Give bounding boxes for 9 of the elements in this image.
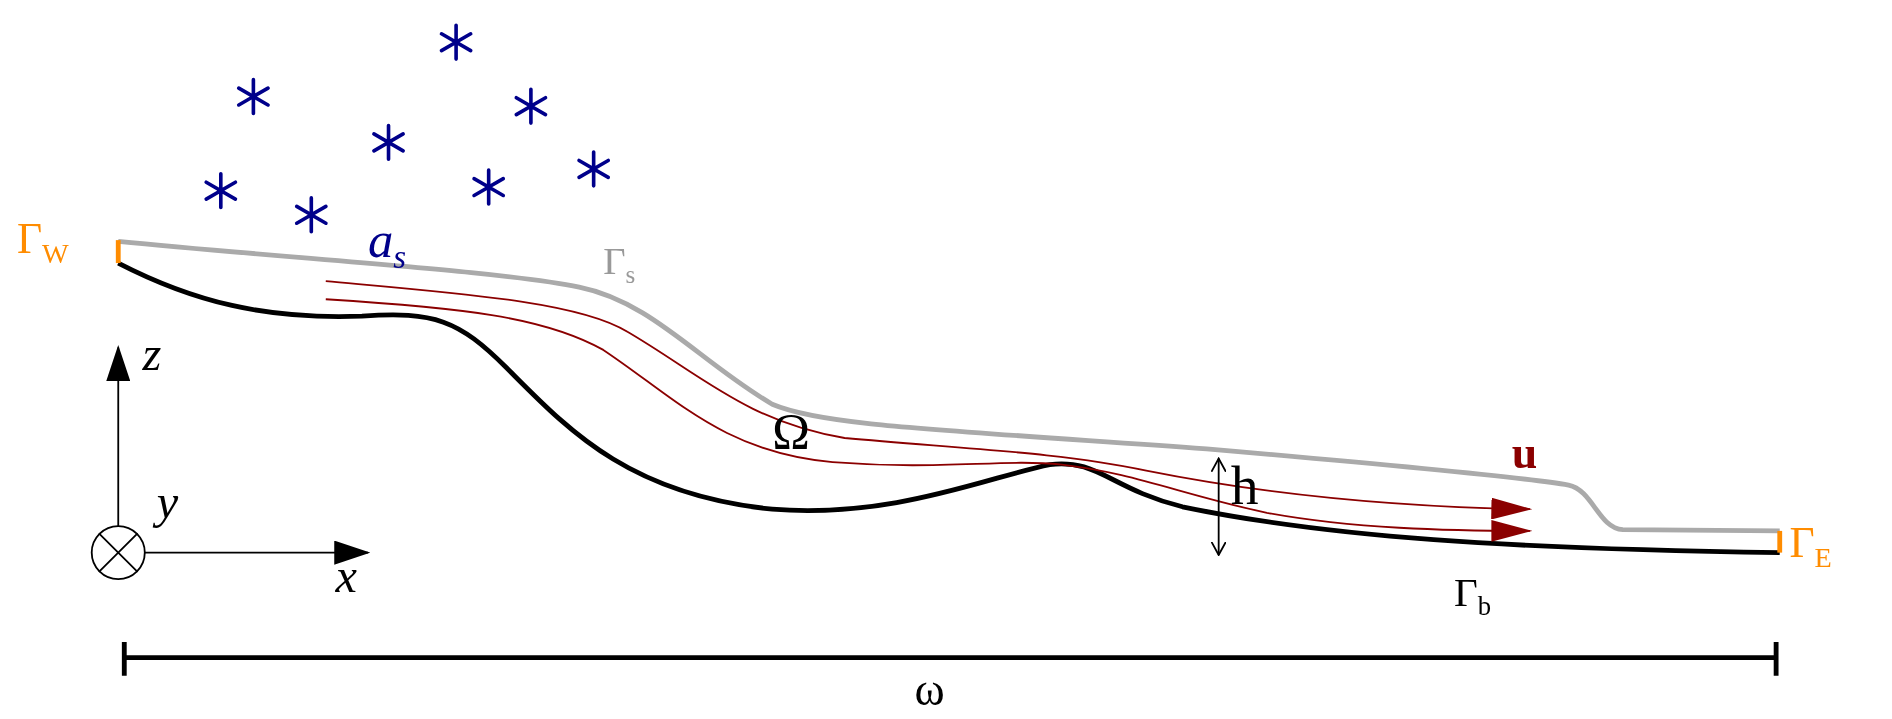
axis-label: x	[335, 552, 357, 601]
accumulation-label: a$_{s}$	[368, 214, 407, 275]
surface-label: Γ$_{s}$	[603, 241, 636, 288]
width-label: ω	[914, 666, 945, 712]
velocity-label: u	[1511, 429, 1538, 476]
boundary-label: Γ$_{W}$	[16, 217, 69, 269]
axis-label: z	[142, 330, 162, 379]
bed-label: Γ$_{b}$	[1453, 571, 1491, 621]
boundary-label: Γ$_{E}$	[1789, 521, 1832, 573]
